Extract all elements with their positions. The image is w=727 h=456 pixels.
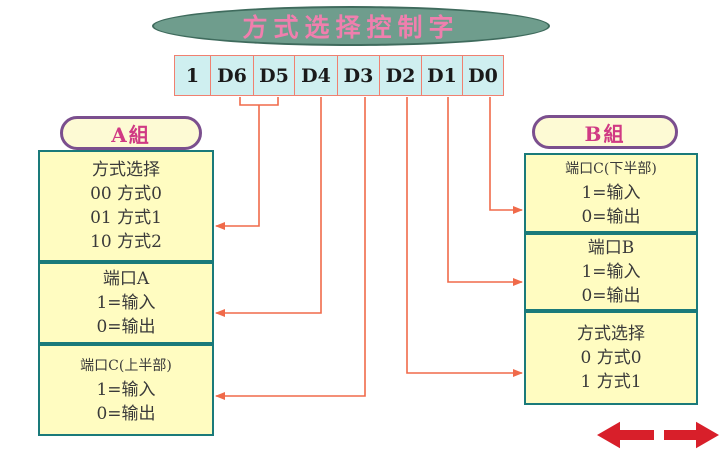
group-b-label: B組	[532, 115, 678, 149]
wire-d3-to-port-c-upper	[215, 97, 366, 400]
group-b-port-b-panel: 端口B 1=输入 0=输出	[524, 233, 698, 311]
group-a-mode-option: 00 方式0	[90, 184, 162, 204]
group-a-label: A組	[60, 116, 202, 150]
group-a-port-c-upper-panel: 端口C(上半部) 1=输入 0=输出	[38, 344, 214, 436]
double-headed-arrow-icon[interactable]	[593, 418, 723, 452]
group-b-port-c-input: 1=输入	[581, 183, 641, 203]
title-text: 方式选择控制字	[242, 13, 460, 42]
wire-d4-to-port-a	[215, 97, 322, 317]
right-arrow-icon	[662, 418, 723, 452]
wire-d1-to-port-b	[447, 97, 523, 286]
bit-d5: D5	[253, 55, 295, 96]
group-a-mode-heading: 方式选择	[92, 160, 160, 180]
group-b-mode-option: 1 方式1	[580, 372, 642, 392]
bit-d1: D1	[421, 55, 463, 96]
group-b-port-b-input: 1=输入	[581, 262, 641, 282]
bit-d0: D0	[462, 55, 504, 96]
group-a-mode-panel: 方式选择 00 方式0 01 方式1 10 方式2	[38, 150, 214, 262]
group-b-port-c-output: 0=输出	[581, 207, 641, 227]
wire-d6-d5-bracket	[239, 97, 279, 106]
wire-d2-to-b-mode	[406, 97, 523, 377]
wire-d0-to-port-c-lower	[489, 97, 523, 214]
group-a-port-a-heading: 端口A	[102, 269, 150, 289]
group-a-port-a-input: 1=输入	[96, 293, 156, 313]
group-a-port-c-input: 1=输入	[96, 380, 156, 400]
group-b-port-c-lower-panel: 端口C(下半部) 1=输入 0=输出	[524, 153, 698, 233]
group-a-mode-option: 01 方式1	[90, 208, 162, 228]
bit-d6: D6	[210, 55, 254, 96]
control-word-bits: 1 D6 D5 D4 D3 D2 D1 D0	[174, 55, 504, 96]
group-b-port-c-heading: 端口C(下半部)	[565, 161, 657, 177]
group-a-port-a-output: 0=输出	[96, 317, 156, 337]
group-b-port-b-output: 0=输出	[581, 286, 641, 306]
left-arrow-icon	[593, 418, 656, 452]
bit-d4: D4	[294, 55, 338, 96]
group-a-mode-option: 10 方式2	[90, 232, 162, 252]
bit-7: 1	[174, 55, 211, 96]
group-b-mode-option: 0 方式0	[580, 348, 642, 368]
group-a-port-c-output: 0=输出	[96, 404, 156, 424]
group-a-port-a-panel: 端口A 1=输入 0=输出	[38, 262, 214, 344]
wire-d6-d5-to-a-mode	[215, 105, 260, 230]
bit-d2: D2	[379, 55, 422, 96]
group-a-port-c-heading: 端口C(上半部)	[80, 358, 172, 374]
bit-d3: D3	[337, 55, 380, 96]
group-b-mode-heading: 方式选择	[577, 324, 645, 344]
title-oval: 方式选择控制字	[152, 6, 550, 46]
group-b-mode-panel: 方式选择 0 方式0 1 方式1	[524, 311, 698, 405]
group-b-port-b-heading: 端口B	[587, 238, 635, 258]
